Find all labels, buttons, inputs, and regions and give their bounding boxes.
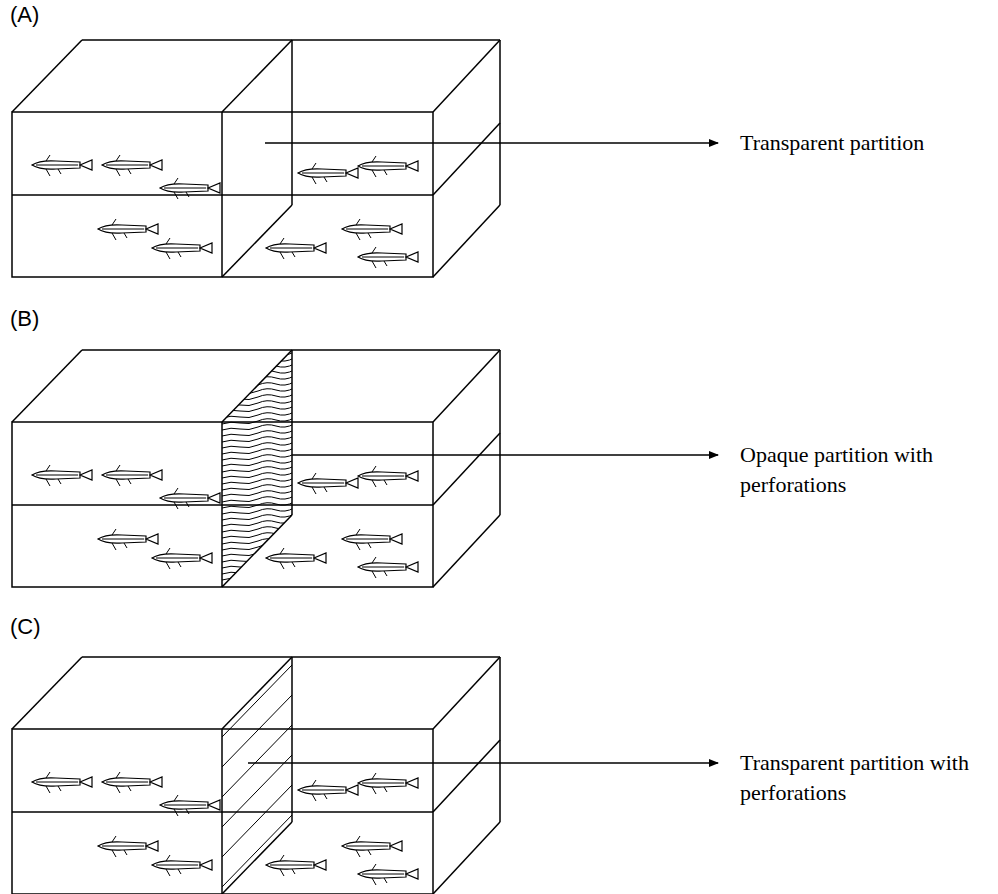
- fish-drawing: [342, 529, 402, 550]
- opaque-hatch: [222, 484, 294, 490]
- fish-drawing: [266, 855, 326, 876]
- fish-drawing: [358, 557, 418, 578]
- panel-letter: (C): [10, 614, 41, 640]
- opaque-hatch: [222, 400, 294, 406]
- opaque-hatch: [222, 340, 294, 346]
- opaque-hatch: [222, 388, 294, 394]
- fish-drawing: [358, 156, 418, 177]
- opaque-hatch: [222, 538, 294, 544]
- fish-drawing: [358, 773, 418, 794]
- opaque-hatch: [222, 364, 294, 370]
- opaque-hatch: [222, 370, 294, 376]
- perforation-line: [222, 785, 292, 857]
- fish-drawing: [98, 529, 158, 550]
- opaque-hatch: [222, 394, 294, 400]
- perforation-line: [222, 725, 292, 797]
- fish-drawing: [342, 219, 402, 240]
- fish-drawing: [266, 238, 326, 259]
- opaque-hatch: [222, 352, 294, 358]
- fish-drawing: [32, 155, 92, 176]
- perforation-line: [222, 665, 292, 737]
- fish-drawing: [32, 465, 92, 486]
- fish-drawing: [98, 836, 158, 857]
- opaque-hatch: [222, 532, 294, 538]
- panel-letter: (A): [10, 2, 39, 28]
- fish-drawing: [160, 795, 220, 816]
- opaque-hatch: [222, 448, 294, 454]
- fish-drawing: [342, 836, 402, 857]
- opaque-hatch: [222, 346, 294, 352]
- opaque-hatch: [222, 454, 294, 460]
- fish-drawing: [358, 864, 418, 885]
- opaque-hatch: [222, 442, 294, 448]
- opaque-hatch: [222, 568, 294, 574]
- panel-letter: (B): [10, 306, 39, 332]
- perforation-line: [222, 695, 292, 767]
- fish-drawing: [160, 178, 220, 199]
- fish-drawing: [298, 163, 358, 184]
- opaque-hatch: [222, 334, 294, 340]
- opaque-hatch: [222, 418, 294, 424]
- opaque-hatch: [222, 472, 294, 478]
- fish-drawing: [32, 772, 92, 793]
- opaque-hatch: [222, 412, 294, 418]
- opaque-hatch: [222, 496, 294, 502]
- fish-drawing: [152, 548, 212, 569]
- opaque-hatch: [222, 580, 294, 586]
- opaque-hatch: [222, 508, 294, 514]
- fish-drawing: [98, 219, 158, 240]
- opaque-hatch: [222, 430, 294, 436]
- fish-drawing: [102, 155, 162, 176]
- fish-drawing: [298, 780, 358, 801]
- partition-label: Transparent partition with perforations: [740, 748, 990, 808]
- opaque-hatch: [222, 478, 294, 484]
- opaque-hatch: [222, 376, 294, 382]
- opaque-hatch: [222, 466, 294, 472]
- opaque-hatch: [222, 436, 294, 442]
- partition-label: Opaque partition with perforations: [740, 440, 990, 500]
- fish-drawing: [152, 238, 212, 259]
- fish-drawing: [266, 548, 326, 569]
- opaque-hatch: [222, 514, 294, 520]
- partition-label: Transparent partition: [740, 128, 990, 158]
- fish-drawing: [298, 473, 358, 494]
- opaque-hatch: [222, 490, 294, 496]
- opaque-hatch: [222, 460, 294, 466]
- opaque-hatch: [222, 424, 294, 430]
- perforation-line: [222, 815, 292, 887]
- fish-drawing: [102, 772, 162, 793]
- fish-drawing: [358, 466, 418, 487]
- fish-drawing: [358, 247, 418, 268]
- fish-drawing: [152, 855, 212, 876]
- fish-drawing: [102, 465, 162, 486]
- perforation-line: [222, 755, 292, 827]
- fish-drawing: [160, 488, 220, 509]
- opaque-hatch: [222, 526, 294, 532]
